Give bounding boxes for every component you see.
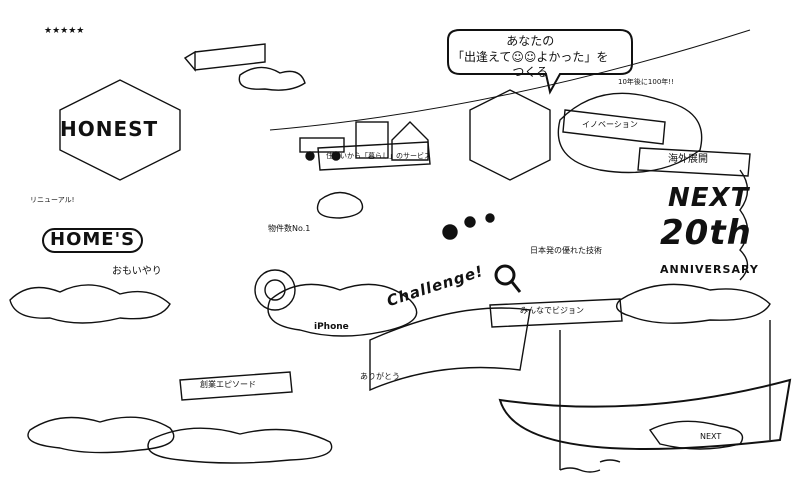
innovation-banner: イノベーション [582,120,638,129]
houses [59,79,551,181]
honest-logo: HONEST [60,117,159,141]
vision-banner: みんなでビジョン [520,306,584,315]
clouds [9,66,771,464]
omoiyari-bubble: おもいやり [112,266,162,277]
thanks-bubble: ありがとう [360,372,400,381]
next-logo: NEXT [668,183,750,213]
renewal-bubble: リニューアル! [30,196,75,204]
iphone-label: iPhone [314,322,349,332]
homes-logo: HOME'S [42,228,144,253]
overseas-banner: 海外展開 [668,154,708,165]
living-service-banner: 住まいから「暮らし」のサービス [326,152,431,160]
title-line-1: あなたの [506,34,555,48]
anniversary-text: ANNIVERSARY [660,263,759,276]
boat [498,378,792,450]
title-text: あなたの 「出逢えて☺☺よかった」を つくる [452,34,608,81]
founding-banner: 創業エピソード [200,380,256,389]
banners [179,43,751,401]
ten-years-bubble: 10年後に100年!! [618,78,674,86]
listings-bubble: 物件数No.1 [268,224,311,233]
title-line-3: つくる [512,65,549,80]
title-line-2: 「出逢えて☺☺よかった」を [452,49,609,64]
twentieth-logo: 20th [660,213,752,253]
tech-bubble: 日本発の優れた技術 [530,246,602,255]
boat-next-label: NEXT [700,432,722,441]
stars-rating: ★★★★★ [44,26,85,36]
